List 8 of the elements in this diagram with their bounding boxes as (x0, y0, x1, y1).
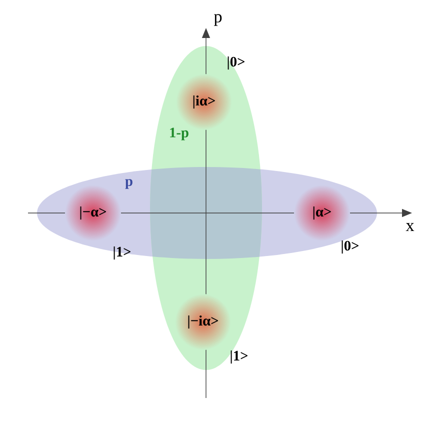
ket-label: |1> (114, 246, 130, 260)
ket-label: |1> (230, 350, 248, 364)
coherent-state-blob: |iα> (193, 95, 215, 109)
axis-label: x (406, 223, 414, 231)
coherent-state-blob: |−iα> (188, 315, 218, 329)
ket-label: |0> (228, 56, 244, 70)
ket-label: |0> (342, 240, 358, 254)
axis-label: p (214, 14, 222, 26)
